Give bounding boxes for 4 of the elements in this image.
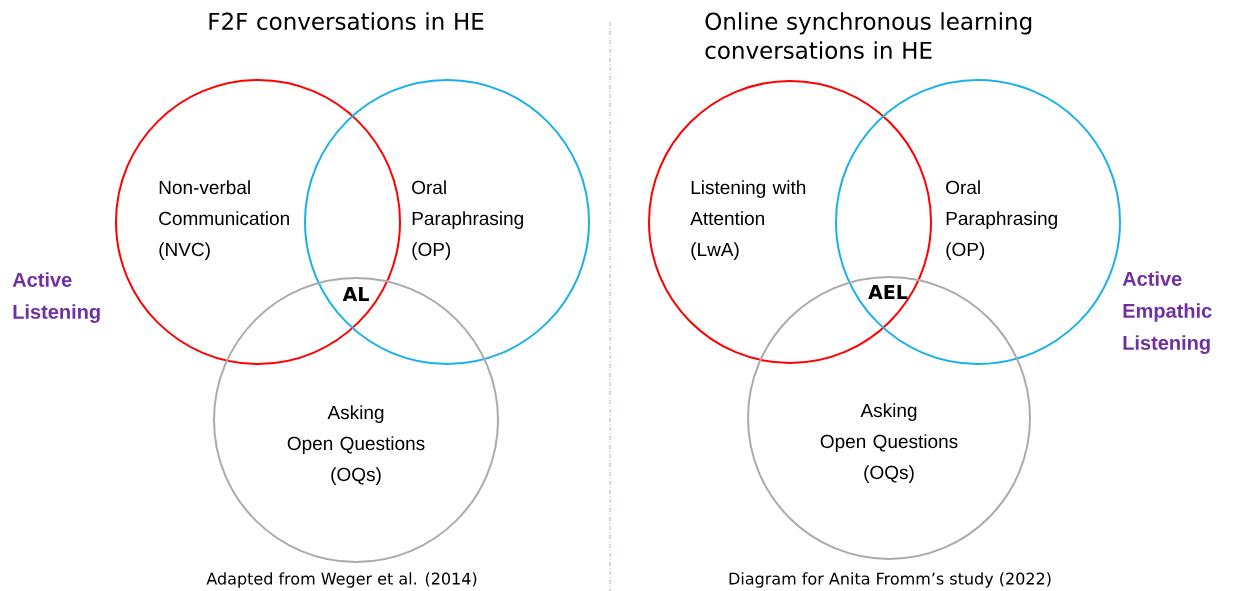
- intersection-label: AL: [342, 287, 369, 301]
- heading: Online synchronous learning conversations in HE: [705, 12, 1032, 59]
- intersection-label: AEL: [868, 285, 908, 299]
- heading: F2F conversations in HE: [209, 12, 484, 30]
